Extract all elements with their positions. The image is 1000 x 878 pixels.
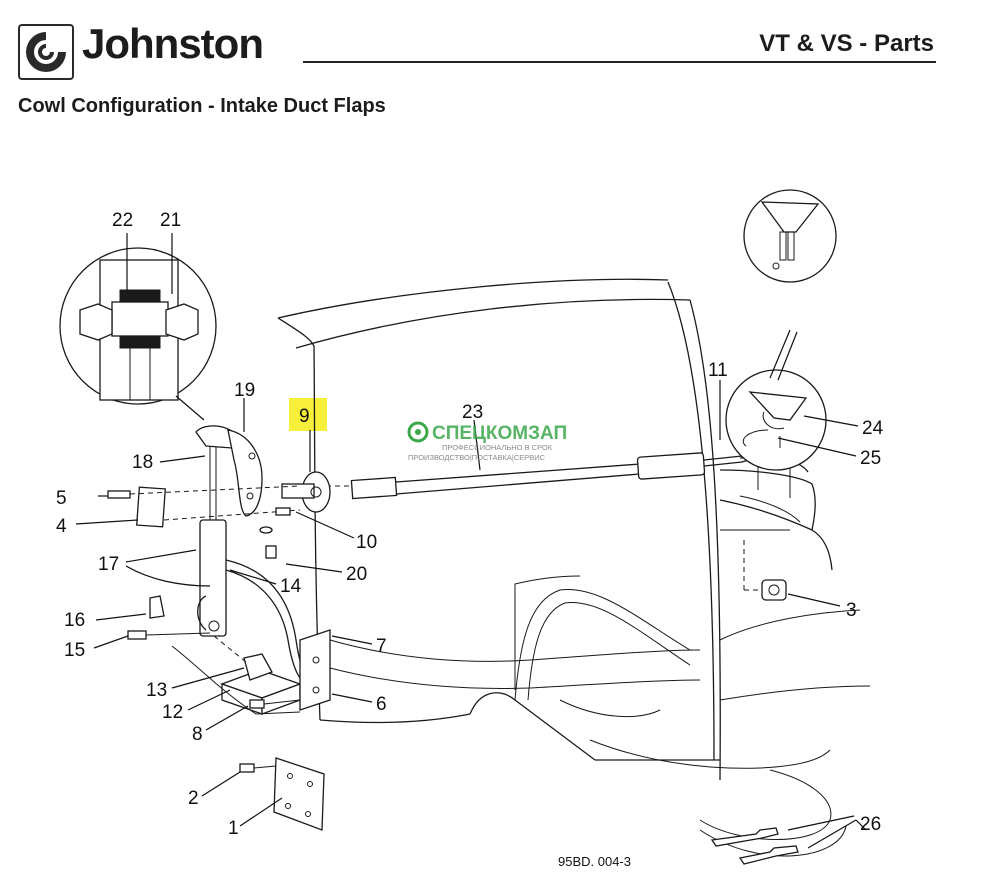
callout-24: 24 xyxy=(862,418,884,439)
callout-22: 22 xyxy=(112,210,133,231)
callout-25: 25 xyxy=(860,448,881,469)
document-title: VT & VS - Parts xyxy=(759,30,934,57)
knob-assembly xyxy=(725,329,827,471)
watermark-line-2: ПРОИЗВОДСТВО|ПОСТАВКА|СЕРВИС xyxy=(408,453,546,462)
callout-13: 13 xyxy=(146,680,167,701)
callout-9: 9 xyxy=(299,406,310,427)
callout-18: 18 xyxy=(132,452,153,473)
callout-6: 6 xyxy=(376,694,387,715)
callouts: 1 2 3 4 5 6 7 8 9 10 11 12 13 14 15 16 1… xyxy=(56,210,884,839)
callout-5: 5 xyxy=(56,488,67,509)
callout-10: 10 xyxy=(356,532,377,553)
watermark: СПЕЦКОМЗАП ПРОФЕССИОНАЛЬНО В СРОК ПРОИЗВ… xyxy=(407,421,567,462)
callout-2: 2 xyxy=(188,788,199,809)
callout-1: 1 xyxy=(228,818,239,839)
pins-26 xyxy=(710,827,799,865)
callout-23: 23 xyxy=(462,402,483,423)
callout-3: 3 xyxy=(846,600,857,621)
connector-part xyxy=(743,540,787,601)
section-title: Cowl Configuration - Intake Duct Flaps xyxy=(18,95,386,117)
page-header: Johnston VT & VS - Parts Cowl Configurat… xyxy=(0,0,1000,140)
callout-20: 20 xyxy=(346,564,367,585)
callout-17: 17 xyxy=(98,554,119,575)
callout-11: 11 xyxy=(708,360,728,381)
intake-duct xyxy=(699,456,847,857)
flap-linkage xyxy=(59,247,331,831)
callout-19: 19 xyxy=(234,380,255,401)
brand-name: Johnston xyxy=(82,20,264,67)
header-rule xyxy=(303,61,936,63)
knob-top-detail xyxy=(743,189,837,283)
callout-8: 8 xyxy=(192,724,203,745)
leader-lines xyxy=(75,233,867,849)
callout-12: 12 xyxy=(162,702,183,723)
callout-9-highlight xyxy=(289,398,327,431)
callout-4: 4 xyxy=(56,516,67,537)
cowl-body xyxy=(277,278,871,781)
callout-16: 16 xyxy=(64,610,85,631)
callout-14: 14 xyxy=(280,576,302,597)
callout-26: 26 xyxy=(860,814,881,835)
drawing-reference: 95BD. 004-3 xyxy=(558,854,631,869)
watermark-title: СПЕЦКОМЗАП xyxy=(432,423,567,444)
gear-icon xyxy=(407,421,429,443)
callout-7: 7 xyxy=(376,636,387,657)
watermark-line-1: ПРОФЕССИОНАЛЬНО В СРОК xyxy=(442,443,553,452)
callout-15: 15 xyxy=(64,640,85,661)
callout-21: 21 xyxy=(160,210,181,231)
johnston-logo-icon xyxy=(18,24,74,80)
